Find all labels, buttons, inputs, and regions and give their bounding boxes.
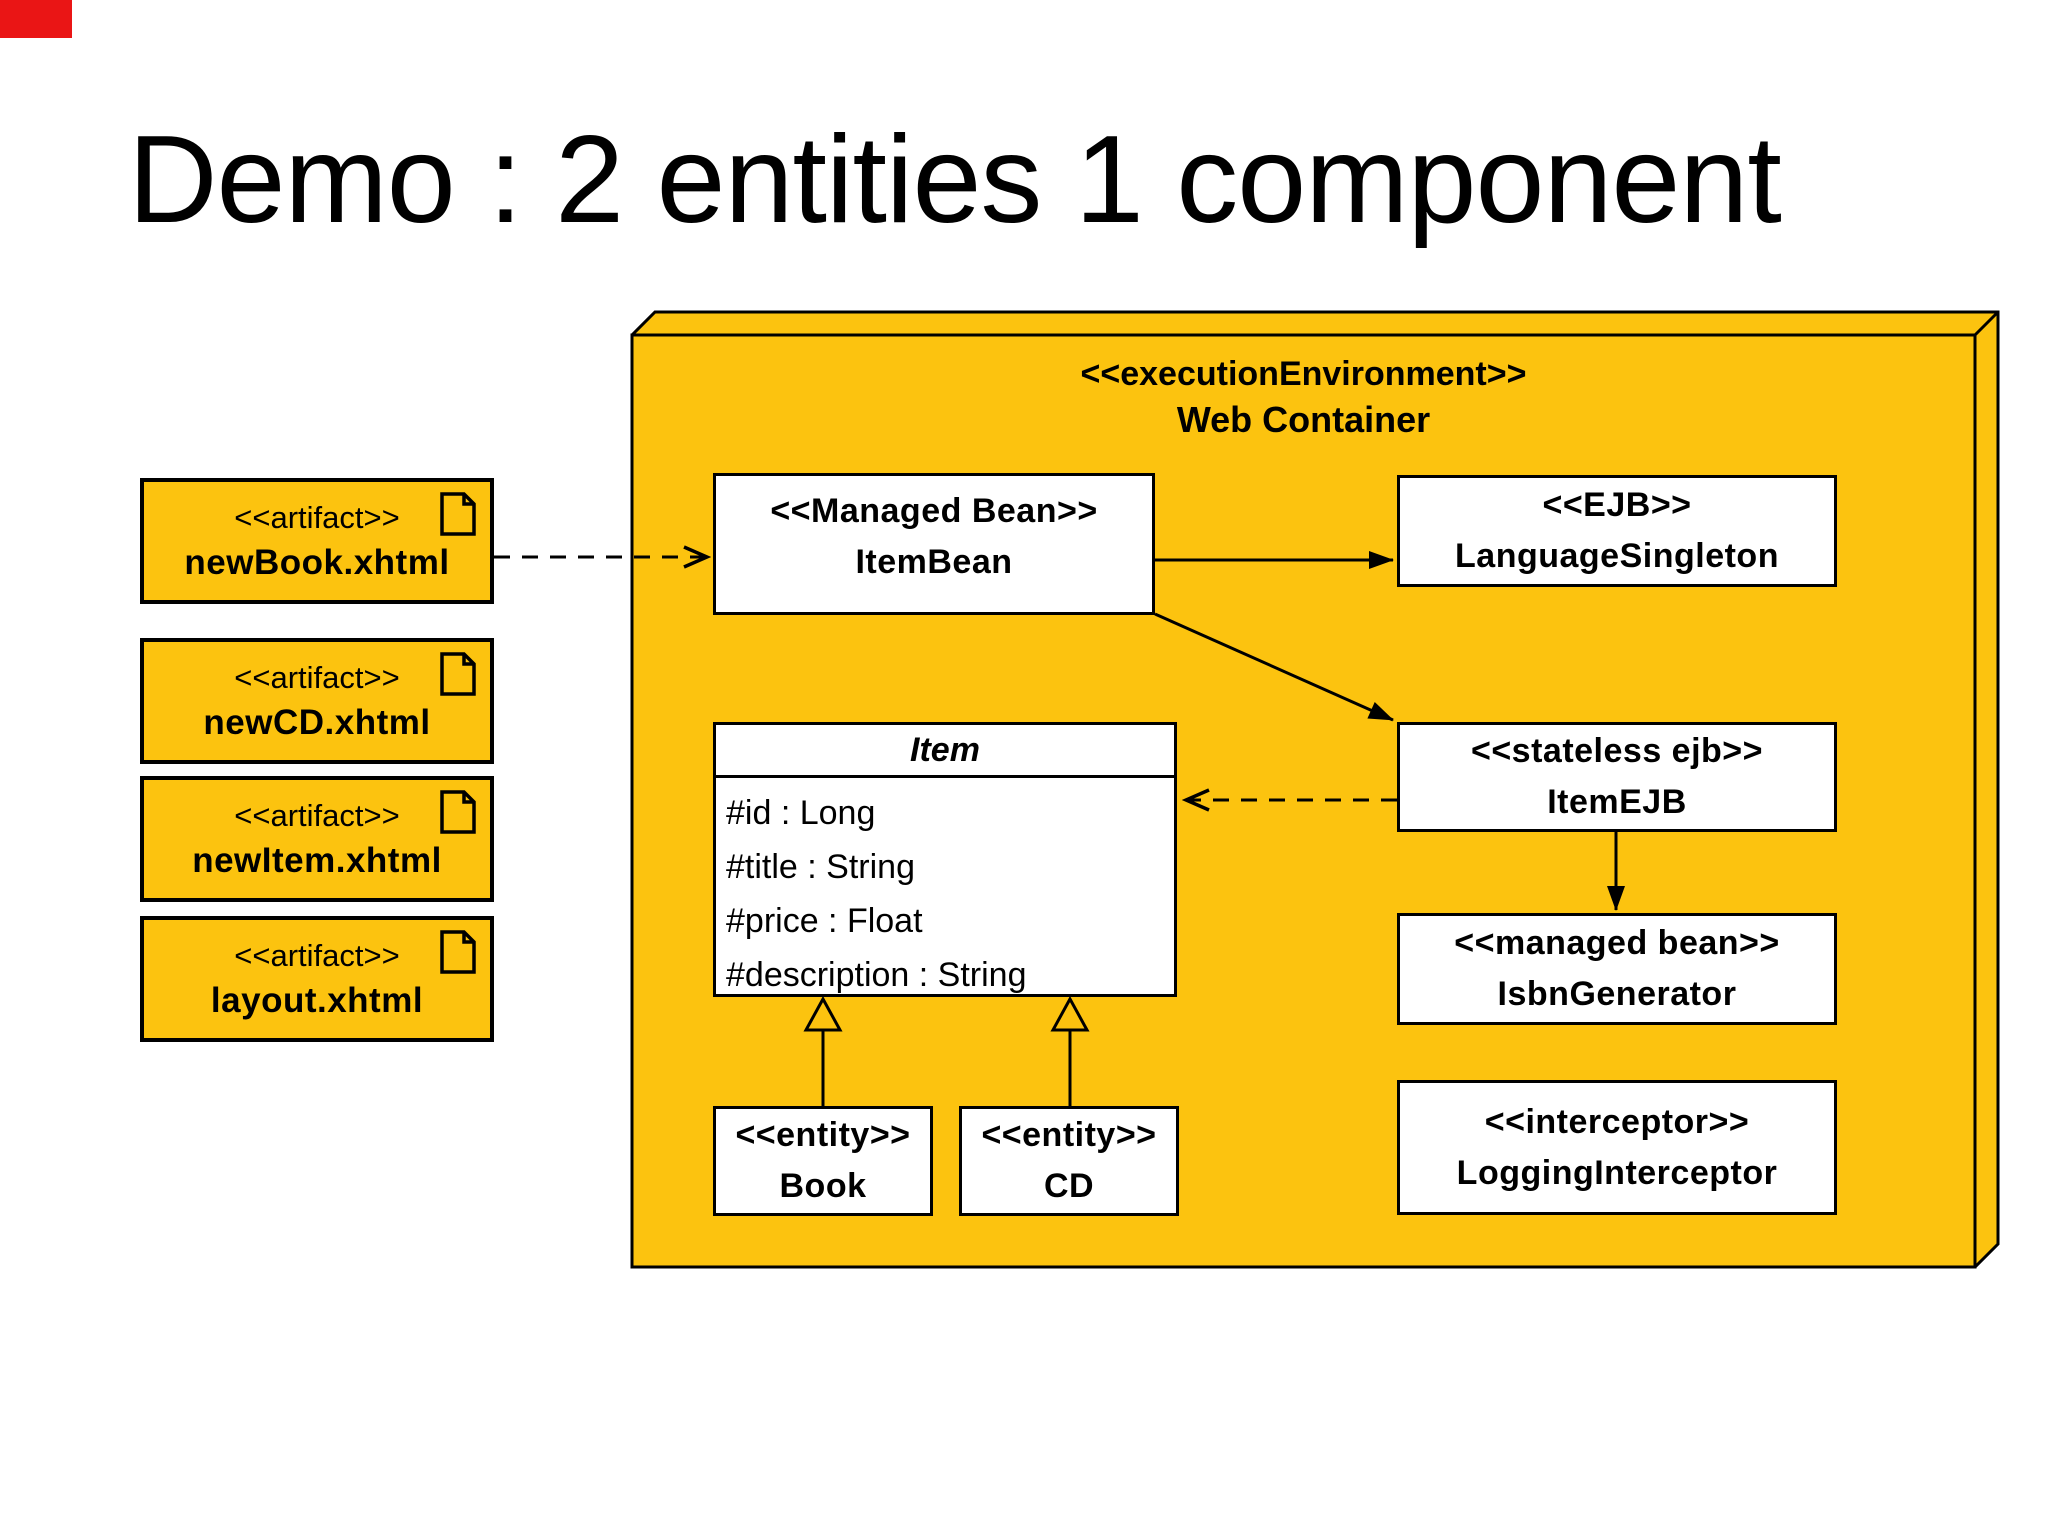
class-attribute: #description : String xyxy=(726,956,1027,994)
node-name: Book xyxy=(779,1167,867,1205)
node-stereotype: <<EJB>> xyxy=(1542,486,1692,524)
node-languagesingleton: <<EJB>> LanguageSingleton xyxy=(1397,475,1837,587)
class-attribute: #price : Float xyxy=(726,902,923,940)
node-itembean: <<Managed Bean>> ItemBean xyxy=(713,473,1155,615)
class-item: Item #id : Long #title : String #price :… xyxy=(713,722,1177,997)
document-icon xyxy=(440,790,476,834)
class-name: Item xyxy=(716,725,1174,778)
artifact-stereotype: <<artifact>> xyxy=(234,660,400,695)
artifact-name: newItem.xhtml xyxy=(192,841,442,880)
arrow-itembean-to-itemejb xyxy=(1154,612,1394,722)
web-container-label: <<executionEnvironment>> Web Container xyxy=(632,352,1975,443)
artifact-name: newBook.xhtml xyxy=(184,543,450,582)
artifact-name: layout.xhtml xyxy=(210,981,424,1020)
artifact-newcd: <<artifact>> newCD.xhtml xyxy=(140,638,494,764)
node-stereotype: <<Managed Bean>> xyxy=(770,492,1098,530)
node-stereotype: <<stateless ejb>> xyxy=(1470,732,1764,770)
node-name: CD xyxy=(1043,1167,1095,1205)
document-icon xyxy=(440,652,476,696)
web-container-name: Web Container xyxy=(1176,399,1431,440)
artifact-stereotype: <<artifact>> xyxy=(234,798,400,833)
artifact-stereotype: <<artifact>> xyxy=(234,500,400,535)
artifact-newbook: <<artifact>> newBook.xhtml xyxy=(140,478,494,604)
node-stereotype: <<entity>> xyxy=(735,1116,911,1154)
artifact-layout: <<artifact>> layout.xhtml xyxy=(140,916,494,1042)
artifact-name: newCD.xhtml xyxy=(203,703,431,742)
node-itemejb: <<stateless ejb>> ItemEJB xyxy=(1397,722,1837,832)
node-name: ItemEJB xyxy=(1547,783,1687,821)
web-container-corner-edge xyxy=(1973,310,2000,337)
slide-title: Demo : 2 entities 1 component xyxy=(128,111,1782,249)
node-book: <<entity>> Book xyxy=(713,1106,933,1216)
node-name: IsbnGenerator xyxy=(1497,975,1737,1013)
generalization-triangle-book xyxy=(803,995,843,1032)
document-icon xyxy=(440,930,476,974)
connectors xyxy=(494,557,1625,1106)
node-name: ItemBean xyxy=(855,543,1013,581)
web-container-stereotype: <<executionEnvironment>> xyxy=(1080,355,1527,393)
node-stereotype: <<managed bean>> xyxy=(1454,924,1780,962)
node-isbngenerator: <<managed bean>> IsbnGenerator xyxy=(1397,913,1837,1025)
node-logginginterceptor: <<interceptor>> LoggingInterceptor xyxy=(1397,1080,1837,1215)
node-stereotype: <<interceptor>> xyxy=(1484,1102,1750,1141)
class-attribute: #id : Long xyxy=(726,794,876,832)
generalization-triangle-cd xyxy=(1050,995,1090,1032)
class-attributes: #id : Long #title : String #price : Floa… xyxy=(716,778,1174,1002)
artifact-stereotype: <<artifact>> xyxy=(234,938,400,973)
artifact-newitem: <<artifact>> newItem.xhtml xyxy=(140,776,494,902)
document-icon xyxy=(440,492,476,536)
node-stereotype: <<entity>> xyxy=(981,1116,1157,1154)
node-name: LanguageSingleton xyxy=(1455,537,1779,575)
node-cd: <<entity>> CD xyxy=(959,1106,1179,1216)
red-corner-marker xyxy=(0,0,72,38)
node-name: LoggingInterceptor xyxy=(1456,1153,1778,1192)
class-attribute: #title : String xyxy=(726,848,915,886)
